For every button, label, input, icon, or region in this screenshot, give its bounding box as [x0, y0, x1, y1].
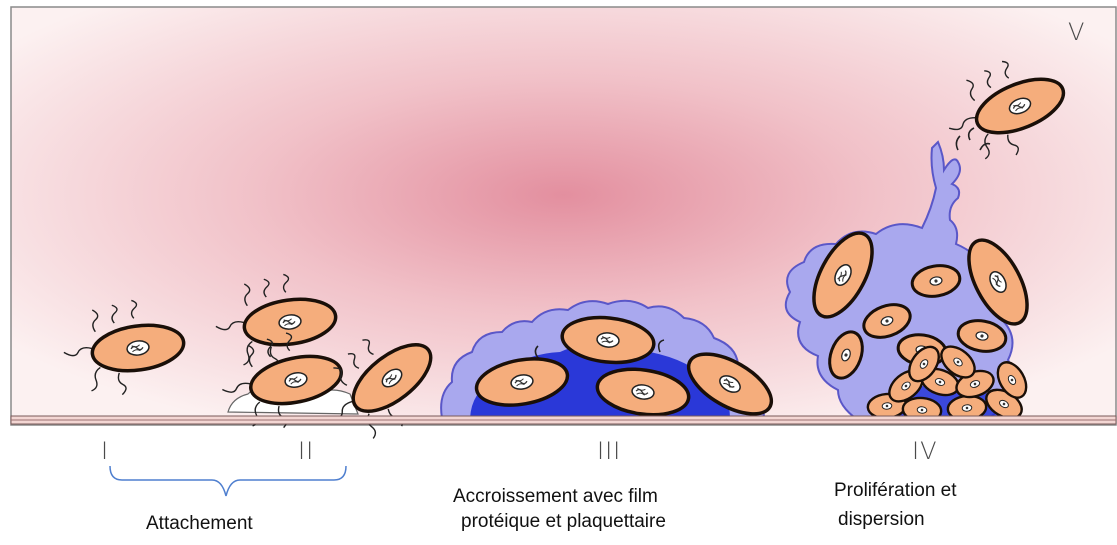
- caption-attachment: Attachement: [146, 511, 253, 536]
- stage-label-v: V: [1068, 18, 1085, 46]
- caption-proliferation-line-1: Prolifération et: [834, 478, 957, 503]
- stage-label-iii: III: [597, 437, 621, 465]
- caption-growth: Accroissement avec film protéique et pla…: [453, 484, 666, 534]
- caption-proliferation: Prolifération et dispersion: [834, 478, 957, 532]
- stage-label-i: I: [101, 437, 109, 465]
- caption-growth-line-2: protéique et plaquettaire: [461, 509, 666, 534]
- caption-growth-line-1: Accroissement avec film: [453, 484, 666, 509]
- substrate-surface: [11, 416, 1116, 424]
- stage-label-iv: IV: [912, 437, 938, 465]
- caption-attachment-text: Attachement: [146, 511, 253, 536]
- stage-label-ii: II: [298, 437, 314, 465]
- caption-proliferation-line-2: dispersion: [838, 507, 957, 532]
- attachment-bracket: [110, 466, 346, 496]
